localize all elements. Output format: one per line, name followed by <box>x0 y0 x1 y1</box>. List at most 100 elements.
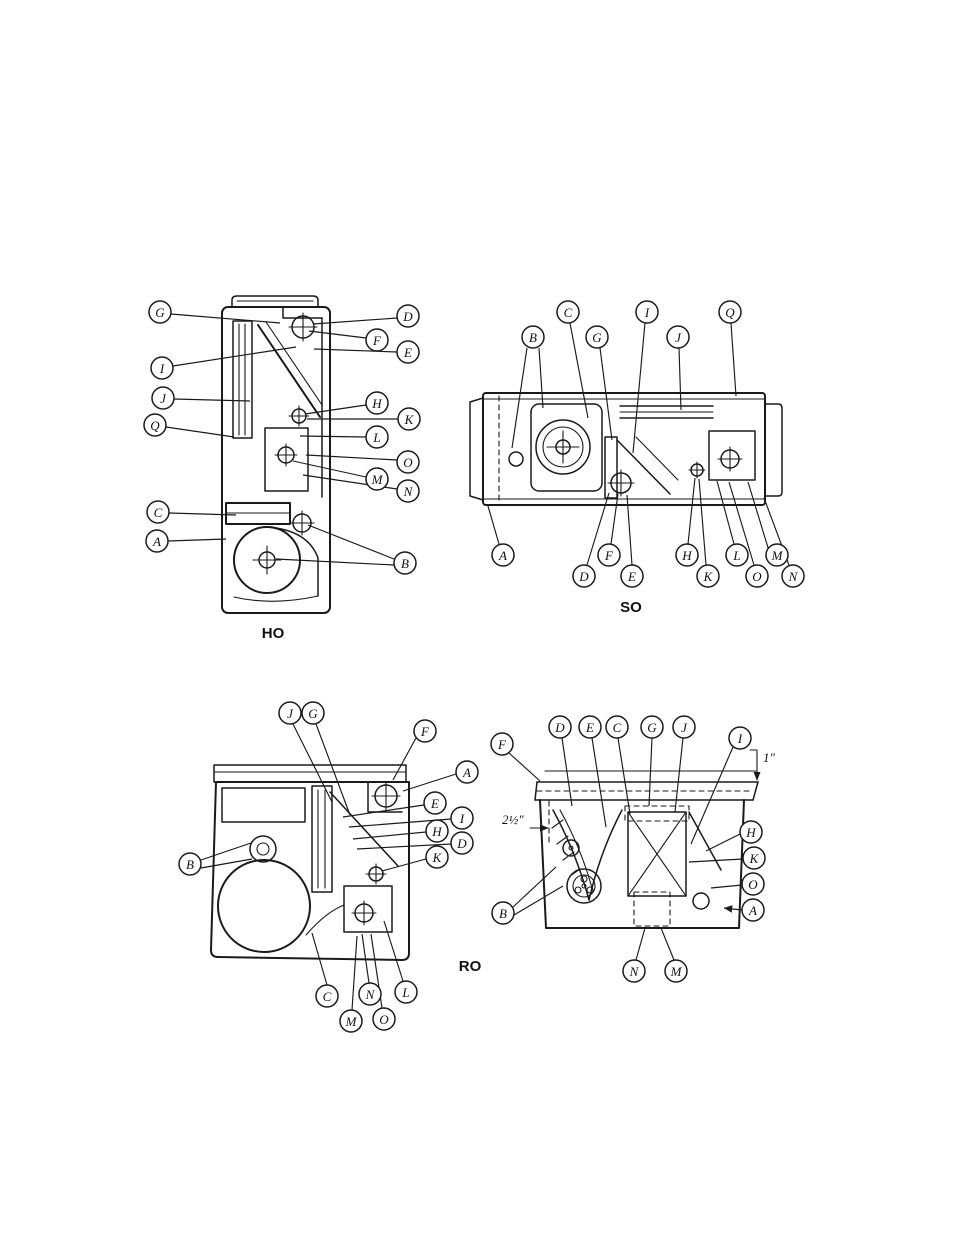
callout-rear-g: G <box>640 715 664 739</box>
ro-cabinet-outline <box>210 781 410 961</box>
rear-dim-left-bracket <box>529 800 550 847</box>
so-label: SO <box>620 599 642 616</box>
svg-text:E: E <box>403 345 412 360</box>
svg-text:D: D <box>456 836 467 851</box>
ho-control-box <box>264 427 309 492</box>
callout-so-f: F <box>597 543 621 567</box>
callout-so-m: M <box>765 543 789 567</box>
callout-so-a: A <box>491 543 515 567</box>
callout-rear-m: M <box>664 959 688 983</box>
callout-so-j: J <box>666 325 690 349</box>
callout-ro-c: C <box>315 984 339 1008</box>
svg-text:E: E <box>430 796 439 811</box>
svg-text:Q: Q <box>725 305 735 320</box>
so-cabinet-outline <box>482 392 766 506</box>
callout-ro-n: N <box>358 982 382 1006</box>
callout-rear-f: F <box>490 732 514 756</box>
svg-text:F: F <box>420 724 430 739</box>
svg-text:A: A <box>152 534 161 549</box>
svg-text:O: O <box>748 877 758 892</box>
callout-so-q: Q <box>718 300 742 324</box>
svg-text:M: M <box>345 1014 358 1029</box>
callout-rear-n: N <box>622 959 646 983</box>
svg-text:C: C <box>613 720 622 735</box>
callout-ro-f: F <box>413 719 437 743</box>
callout-ro-l: L <box>394 980 418 1004</box>
svg-text:H: H <box>745 825 756 840</box>
callout-ho-m: M <box>365 467 389 491</box>
callout-ho-n: N <box>396 479 420 503</box>
ho-blower-fitting <box>289 510 315 536</box>
svg-text:O: O <box>379 1012 389 1027</box>
so-small-fitting <box>688 461 706 479</box>
svg-text:F: F <box>604 548 614 563</box>
svg-text:D: D <box>402 309 413 324</box>
svg-text:I: I <box>737 731 743 746</box>
svg-text:N: N <box>788 569 799 584</box>
rear-dim-left: 2½" <box>502 812 524 827</box>
callout-ho-e: E <box>396 340 420 364</box>
callout-ho-j: J <box>151 386 175 410</box>
svg-text:Q: Q <box>150 418 160 433</box>
callout-ro-j: J <box>278 701 302 725</box>
callout-ho-c: C <box>146 500 170 524</box>
so-leaders <box>487 322 790 566</box>
callout-so-h: H <box>675 543 699 567</box>
svg-text:K: K <box>703 569 714 584</box>
callout-ro-a: A <box>455 760 479 784</box>
ho-top-fitting <box>288 312 318 342</box>
rear-idler <box>562 839 580 857</box>
svg-text:O: O <box>403 455 413 470</box>
ro-small-fitting <box>365 863 387 885</box>
svg-text:A: A <box>498 548 507 563</box>
svg-text:N: N <box>629 964 640 979</box>
callout-ro-e: E <box>423 791 447 815</box>
callout-ho-h: H <box>365 391 389 415</box>
callout-so-d: D <box>572 564 596 588</box>
svg-text:L: L <box>732 548 740 563</box>
callout-ro-m: M <box>339 1009 363 1033</box>
svg-text:C: C <box>323 989 332 1004</box>
svg-text:L: L <box>401 985 409 1000</box>
ho-filter-panel <box>232 320 253 439</box>
svg-text:I: I <box>644 305 650 320</box>
svg-text:H: H <box>681 548 692 563</box>
svg-text:A: A <box>748 903 757 918</box>
callout-ho-k: K <box>397 407 421 431</box>
callout-ro-i: I <box>450 806 474 830</box>
svg-text:D: D <box>554 720 565 735</box>
callout-rear-h: H <box>739 820 763 844</box>
svg-text:H: H <box>371 396 382 411</box>
svg-text:E: E <box>585 720 594 735</box>
svg-text:K: K <box>749 851 760 866</box>
ro-label: RO <box>459 958 482 975</box>
svg-text:D: D <box>578 569 589 584</box>
callout-ho-f: F <box>365 328 389 352</box>
svg-text:J: J <box>675 330 682 345</box>
ro-leaders <box>200 723 457 1011</box>
svg-text:J: J <box>287 706 294 721</box>
ro-top-fitting <box>371 781 401 811</box>
so-blower <box>508 403 603 492</box>
svg-text:M: M <box>371 472 384 487</box>
callout-rear-b: B <box>491 901 515 925</box>
ro-control-box <box>343 885 393 933</box>
rear-dim-right-bracket <box>749 749 761 781</box>
svg-text:L: L <box>372 430 380 445</box>
callout-ho-o: O <box>396 450 420 474</box>
rear-drawing <box>529 749 761 929</box>
callout-rear-k: K <box>742 846 766 870</box>
svg-text:G: G <box>308 706 318 721</box>
rear-plenum-box <box>624 805 690 927</box>
svg-text:N: N <box>365 987 376 1002</box>
svg-text:F: F <box>497 737 507 752</box>
so-louver-slots <box>619 405 714 419</box>
callout-ho-b: B <box>393 551 417 575</box>
ro-drawing <box>210 764 410 961</box>
